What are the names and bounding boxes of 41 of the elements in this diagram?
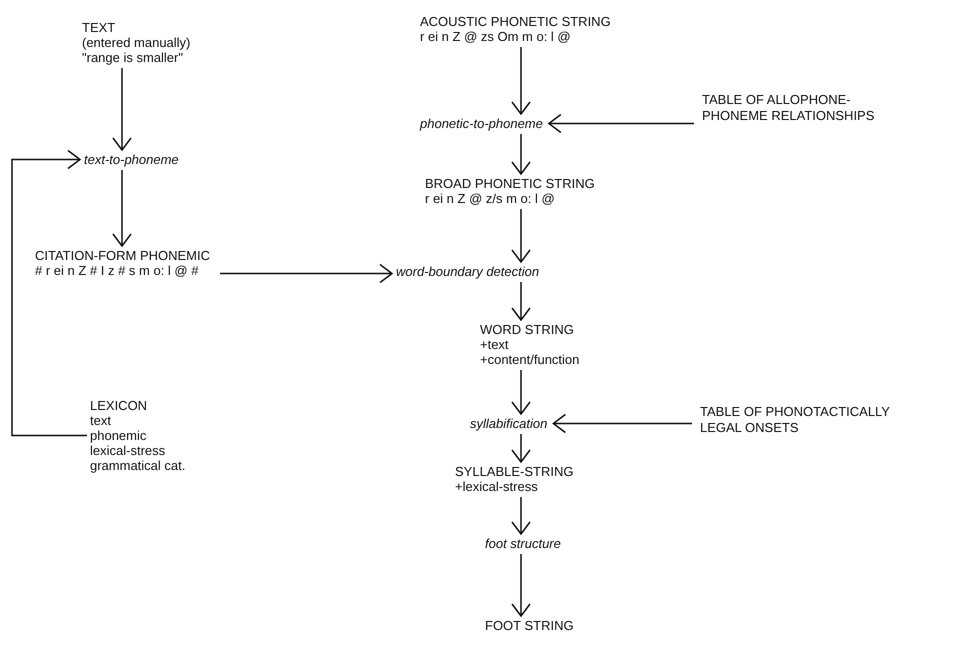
arrow	[511, 370, 531, 415]
arrow	[511, 554, 531, 617]
data-detail: r ei n Z @ zs Om m o: l @	[420, 29, 571, 44]
data-heading: TABLE OF ALLOPHONE-PHONEME RELATIONSHIPS	[702, 92, 876, 124]
data-heading: FOOT STRING	[485, 618, 574, 633]
data-heading: TEXT	[82, 20, 116, 35]
data-detail: (entered manually)	[82, 35, 190, 50]
arrow	[511, 497, 531, 535]
arrow	[220, 264, 393, 284]
arrow	[511, 134, 531, 175]
data-heading: TABLE OF PHONOTACTICALLY LEGAL ONSETS	[700, 404, 891, 436]
process-label: syllabification	[470, 416, 548, 431]
data-detail: lexical-stress	[90, 443, 166, 458]
data-detail: +lexical-stress	[455, 479, 538, 494]
data-heading: ACOUSTIC PHONETIC STRING	[420, 14, 611, 29]
arrow	[112, 170, 132, 247]
data-detail: +content/function	[480, 352, 580, 367]
data-detail: grammatical cat.	[90, 458, 186, 473]
arrow	[11, 150, 87, 436]
data-detail: r ei n Z @ z/s m o: l @	[425, 191, 555, 206]
data-detail: +text	[480, 337, 509, 352]
data-detail: "range is smaller"	[82, 50, 183, 65]
arrow	[112, 68, 132, 151]
process-label: foot structure	[485, 536, 561, 551]
process-label: word-boundary detection	[396, 264, 540, 279]
arrow	[552, 414, 692, 434]
data-heading: SYLLABLE-STRING	[455, 464, 574, 479]
arrow	[511, 47, 531, 115]
data-heading: BROAD PHONETIC STRING	[425, 176, 595, 191]
data-detail: # r ei n Z # I z # s m o: l @ #	[35, 263, 198, 278]
data-heading: CITATION-FORM PHONEMIC	[35, 248, 210, 263]
arrow	[511, 434, 531, 463]
process-label: phonetic-to-phoneme	[420, 116, 543, 131]
arrow	[511, 209, 531, 263]
arrow	[548, 114, 694, 134]
arrow	[511, 282, 531, 321]
data-detail: text	[90, 413, 111, 428]
data-heading: LEXICON	[90, 398, 148, 413]
process-label: text-to-phoneme	[84, 152, 179, 167]
data-heading: WORD STRING	[480, 322, 574, 337]
data-detail: phonemic	[90, 428, 146, 443]
